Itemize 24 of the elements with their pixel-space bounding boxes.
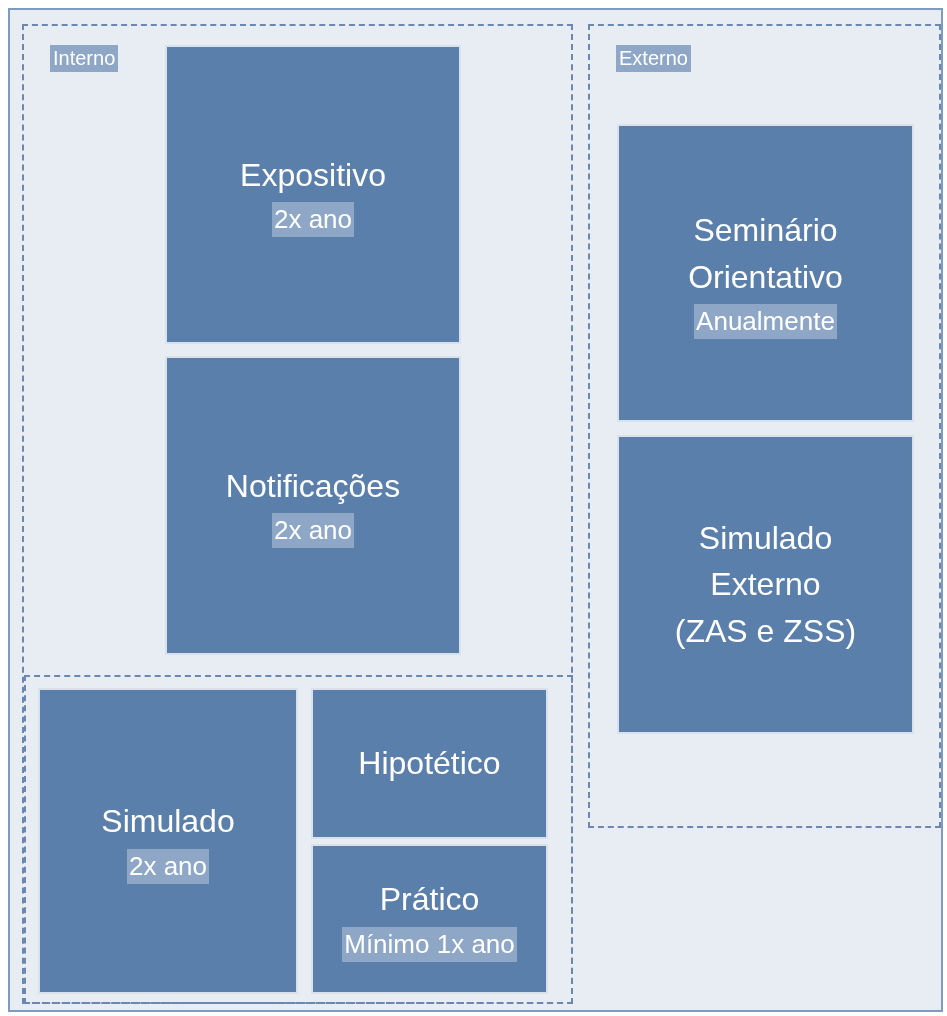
category-box <box>165 356 461 655</box>
group-label: Interno <box>50 45 119 72</box>
frequency-tag: 2x ano <box>271 202 355 238</box>
box-title: Simulado <box>100 802 236 842</box>
category-box <box>38 688 298 994</box>
box-title: Expositivo <box>239 155 387 195</box>
dashed-group-frame <box>24 675 573 1004</box>
box-title: Notificações <box>224 466 402 506</box>
dashed-group-frame <box>588 24 941 828</box>
category-box <box>311 844 548 994</box>
frequency-tag: Anualmente <box>694 303 837 339</box>
frequency-tag: 2x ano <box>126 848 210 884</box>
category-box <box>311 688 548 839</box>
frequency-tag: 2x ano <box>271 513 355 549</box>
category-box <box>617 435 914 734</box>
frequency-tag: Mínimo 1x ano <box>342 926 517 962</box>
box-title: Seminário Orientativo <box>687 211 844 297</box>
dashed-group-frame <box>22 24 573 1004</box>
box-title: Simulado Externo (ZAS e ZSS) <box>673 518 858 651</box>
category-box <box>617 124 914 422</box>
category-box <box>165 45 461 344</box>
box-title: Hipotético <box>357 744 502 784</box>
box-title: Prático <box>378 880 481 920</box>
group-label: Externo <box>616 45 691 72</box>
